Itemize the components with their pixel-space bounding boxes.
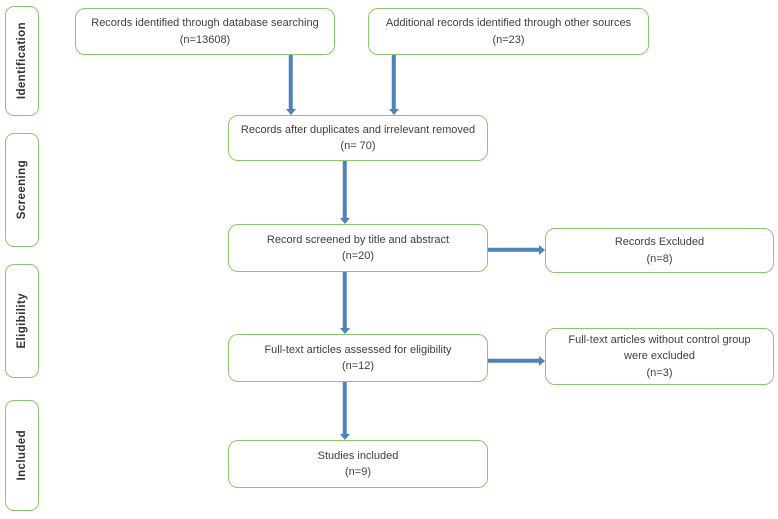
arrow-fulltext-to-excluded bbox=[488, 355, 545, 366]
stage-eligibility-label: Eligibility bbox=[16, 293, 28, 349]
box-after-duplicates: Records after duplicates and irrelevant … bbox=[228, 115, 488, 161]
box-other-sources-text: Additional records identified through ot… bbox=[385, 17, 632, 29]
arrow-shaft bbox=[342, 382, 347, 435]
box-other-sources: Additional records identified through ot… bbox=[368, 8, 649, 55]
arrow-database-to-duplicates bbox=[285, 55, 296, 115]
arrow-down-icon bbox=[285, 109, 296, 115]
stage-screening-label: Screening bbox=[16, 160, 28, 220]
stage-identification-label: Identification bbox=[16, 22, 28, 100]
box-database-search: Records identified through database sear… bbox=[75, 8, 335, 55]
box-records-excluded: Records Excluded (n=8) bbox=[545, 228, 774, 273]
arrow-shaft bbox=[488, 358, 540, 363]
box-after-duplicates-text: Records after duplicates and irrelevant … bbox=[240, 123, 476, 136]
stage-identification: Identification bbox=[5, 6, 39, 116]
arrow-shaft bbox=[342, 161, 347, 219]
box-studies-included: Studies included (n=9) bbox=[228, 440, 488, 488]
box-studies-included-count: (n=9) bbox=[345, 466, 371, 478]
arrow-down-icon bbox=[339, 328, 350, 334]
arrow-shaft bbox=[488, 247, 540, 252]
arrow-screened-to-fulltext bbox=[339, 272, 350, 334]
box-fulltext-excluded-text: Full-text articles without control group… bbox=[568, 333, 751, 363]
arrow-fulltext-to-included bbox=[339, 382, 350, 440]
arrow-down-icon bbox=[388, 109, 399, 115]
box-title-abstract-screen-count: (n=20) bbox=[341, 250, 375, 262]
stage-included-label: Included bbox=[16, 430, 28, 481]
box-other-sources-count: (n=23) bbox=[492, 33, 525, 46]
box-database-search-text: Records identified through database sear… bbox=[91, 17, 319, 29]
box-fulltext-assessed-text: Full-text articles assessed for eligibil… bbox=[264, 343, 452, 356]
box-after-duplicates-count: (n= 70) bbox=[340, 140, 376, 152]
stage-screening: Screening bbox=[5, 133, 39, 247]
arrow-shaft bbox=[391, 55, 396, 110]
box-fulltext-excluded: Full-text articles without control group… bbox=[545, 328, 774, 385]
arrow-duplicates-to-screened bbox=[339, 161, 350, 224]
arrow-shaft bbox=[288, 55, 293, 110]
arrow-right-icon bbox=[539, 244, 545, 255]
box-fulltext-assessed: Full-text articles assessed for eligibil… bbox=[228, 334, 488, 382]
box-records-excluded-text: Records Excluded bbox=[614, 236, 705, 248]
arrow-screened-to-excluded bbox=[488, 244, 545, 255]
box-records-excluded-count: (n=8) bbox=[646, 252, 673, 265]
box-title-abstract-screen: Record screened by title and abstract (n… bbox=[228, 224, 488, 272]
box-studies-included-text: Studies included bbox=[317, 449, 399, 462]
stage-included: Included bbox=[5, 400, 39, 511]
stage-eligibility: Eligibility bbox=[5, 264, 39, 378]
arrow-shaft bbox=[342, 272, 347, 329]
arrow-down-icon bbox=[339, 434, 350, 440]
box-title-abstract-screen-text: Record screened by title and abstract bbox=[266, 233, 450, 246]
box-fulltext-assessed-count: (n=12) bbox=[341, 360, 375, 372]
box-database-search-count: (n=13608) bbox=[179, 33, 231, 46]
box-fulltext-excluded-count: (n=3) bbox=[646, 366, 673, 379]
arrow-sources-to-duplicates bbox=[388, 55, 399, 115]
arrow-down-icon bbox=[339, 218, 350, 224]
arrow-right-icon bbox=[539, 355, 545, 366]
